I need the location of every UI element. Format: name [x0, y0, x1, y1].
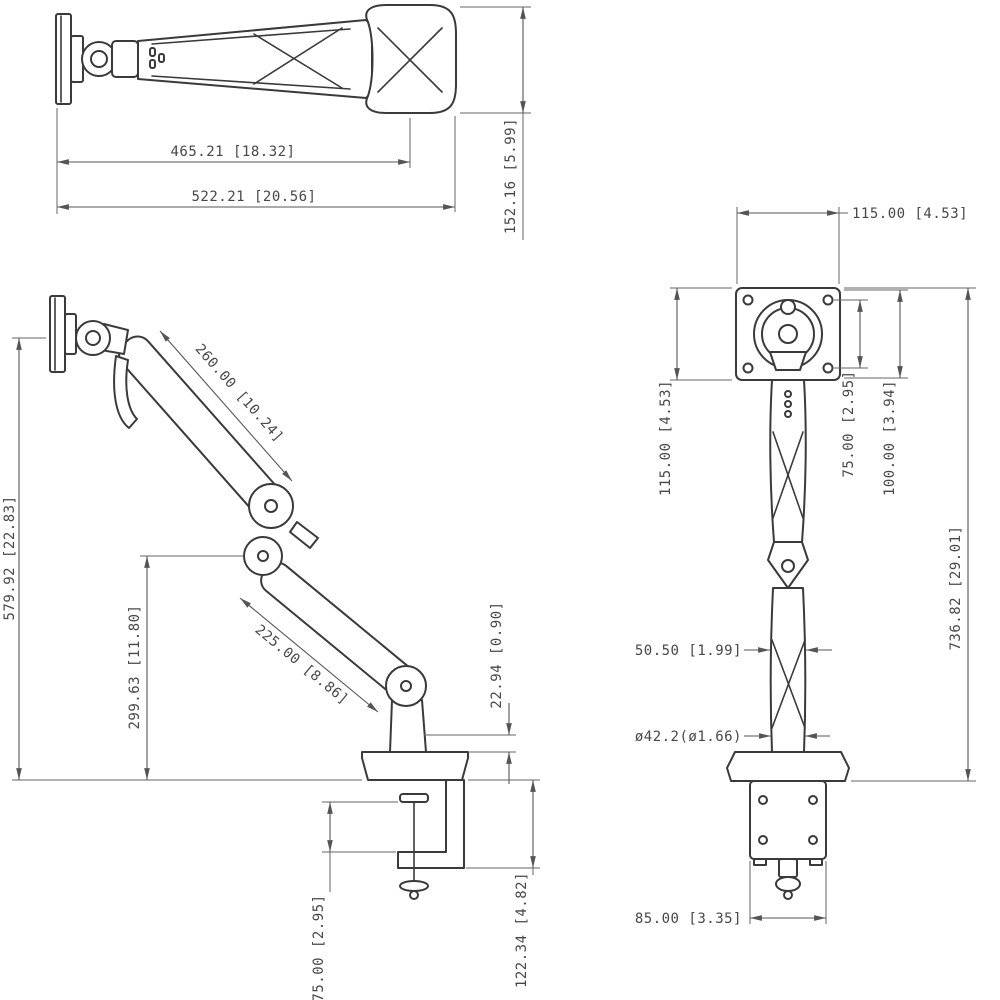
side-view-mount-head [49, 295, 138, 429]
dim-top-base-width: 152.16 [5.99] [503, 118, 519, 234]
dim-front-overall-height: 736.82 [29.01] [948, 525, 964, 650]
front-view-dimensions: 115.00 [4.53] 115.00 [4.53] 75.00 [2.95]… [635, 206, 976, 927]
front-view-vesa-plate [735, 287, 841, 381]
front-view-clamp [749, 780, 827, 900]
top-view-dimensions: 465.21 [18.32] 522.21 [20.56] 152.16 [5.… [56, 6, 531, 240]
front-view [726, 287, 850, 900]
dim-side-base-offset: 22.94 [0.90] [489, 601, 505, 708]
top-view [55, 4, 457, 114]
side-view-dimensions: 260.00 [10.24] 579.92 [22.83] 299.63 [11… [2, 330, 540, 1000]
side-view [49, 295, 469, 900]
dim-front-vesa-75: 75.00 [2.95] [841, 370, 857, 477]
top-view-mount-head [55, 13, 165, 105]
dim-front-vesa-100: 100.00 [3.94] [882, 380, 898, 496]
top-view-base [365, 4, 457, 114]
dim-front-plate-width: 115.00 [4.53] [852, 206, 968, 222]
dim-top-overall-length: 522.21 [20.56] [191, 189, 316, 205]
dim-front-pole-diameter: ø42.2(ø1.66) [635, 729, 742, 745]
top-view-arm [137, 19, 373, 99]
dim-side-clamp-opening: 75.00 [2.95] [311, 894, 327, 1000]
dim-front-clamp-width: 85.00 [3.35] [635, 911, 742, 927]
dim-front-plate-height: 115.00 [4.53] [658, 380, 674, 496]
dim-side-clamp-height: 122.34 [4.82] [514, 872, 530, 988]
front-view-arm-column [767, 379, 809, 753]
side-view-desk-clamp [397, 779, 465, 900]
dim-side-overall-height: 579.92 [22.83] [2, 495, 18, 620]
side-view-elbow-joints [243, 483, 294, 576]
dim-front-pole-width: 50.50 [1.99] [635, 643, 742, 659]
dim-side-elbow-height: 299.63 [11.80] [127, 604, 143, 729]
front-view-desk-base [726, 751, 850, 782]
dim-top-arm-length: 465.21 [18.32] [170, 144, 295, 160]
